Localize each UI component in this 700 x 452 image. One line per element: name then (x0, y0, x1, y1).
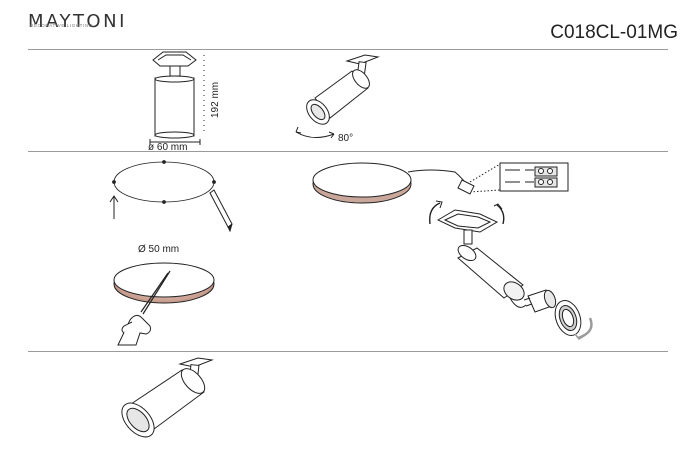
dimension-drawing (149, 51, 205, 145)
brand-logo: MAYTONI (28, 11, 127, 32)
installation-diagram (312, 162, 593, 340)
brand-tagline: DECORATIVE LIGHTING (30, 23, 93, 28)
height-label: 192 mm (210, 82, 221, 118)
diameter-label: ø 60 mm (148, 142, 187, 153)
cutout-marking (109, 160, 233, 233)
cutout-diameter-label: Ø 50 mm (138, 244, 179, 255)
rotation-label: 80° (338, 133, 353, 144)
brand-name: MAYTONI (28, 11, 127, 32)
model-number: C018CL-01MG (550, 22, 678, 43)
divider-middle (28, 151, 668, 152)
tilt-drawing (295, 54, 380, 139)
installed-fixture (121, 357, 214, 438)
hand-icon (117, 314, 151, 346)
cutout-disc (113, 262, 215, 315)
divider-bottom (28, 351, 668, 352)
divider-top (28, 49, 668, 50)
